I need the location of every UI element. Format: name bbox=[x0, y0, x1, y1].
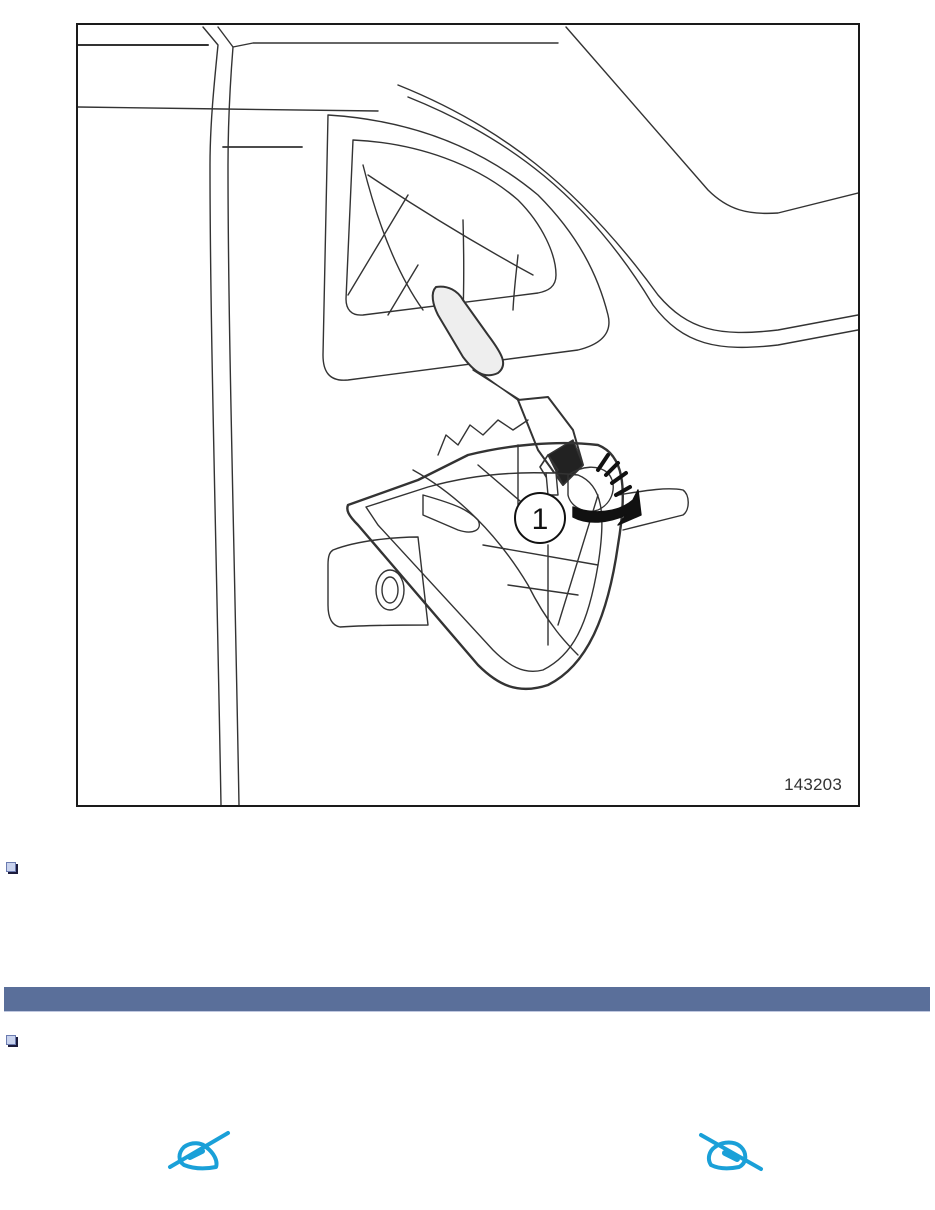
note-pen-icon bbox=[695, 1125, 765, 1175]
callout-label: 1 bbox=[532, 503, 549, 536]
figure-reference-number: 143203 bbox=[784, 775, 842, 794]
note-pen-icon bbox=[162, 1125, 232, 1175]
section-header-bar bbox=[4, 987, 930, 1012]
technical-illustration: 1 143203 bbox=[76, 23, 860, 807]
bullet-marker bbox=[6, 1035, 16, 1045]
bullet-marker bbox=[6, 862, 16, 872]
door-handle-drawing: 1 bbox=[78, 26, 858, 805]
